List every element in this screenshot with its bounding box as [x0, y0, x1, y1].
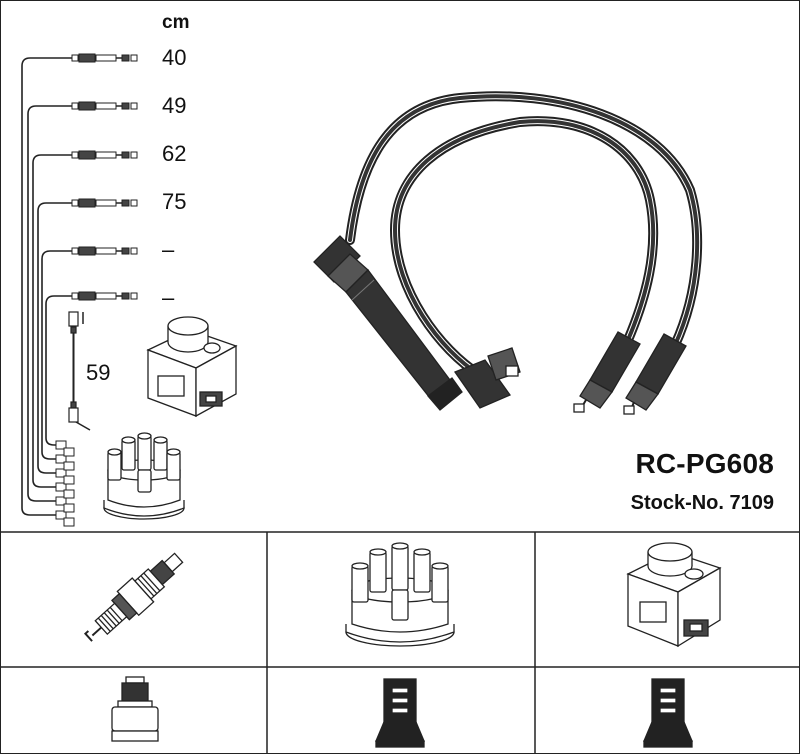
lead-length-3: 62 [162, 141, 187, 166]
lead-length-6: – [162, 285, 175, 310]
distributor-cap-small [103, 432, 185, 520]
main-cable-set [345, 91, 703, 380]
lead-end-tags [55, 440, 75, 527]
lead-length-1: 40 [162, 45, 187, 70]
distributor-cap-icon [345, 542, 455, 647]
lead-wires [21, 57, 72, 516]
lead-length-2: 49 [162, 93, 187, 118]
lead-length-5: – [162, 237, 175, 262]
cap-terminal-icon [375, 678, 425, 748]
plug-boot-long [313, 235, 463, 411]
unit-label: cm [162, 12, 190, 33]
lead-length-4: 75 [162, 189, 187, 214]
stock-number: Stock-No. 7109 [630, 492, 774, 514]
coil-boot-1 [573, 331, 641, 413]
ignition-coil-icon [626, 542, 722, 648]
coil-boot-2 [623, 333, 687, 415]
spark-plug-icon [83, 552, 184, 642]
coil-lead-length: 59 [86, 360, 111, 385]
ignition-coil-small [146, 316, 238, 418]
plug-boot-angled [454, 347, 521, 409]
plug-terminal-icon [111, 676, 159, 742]
coil-terminal-icon [643, 678, 693, 748]
product-title: RC-PG608 [635, 448, 774, 479]
coil-lead [68, 311, 91, 431]
lead-connectors [71, 53, 138, 301]
